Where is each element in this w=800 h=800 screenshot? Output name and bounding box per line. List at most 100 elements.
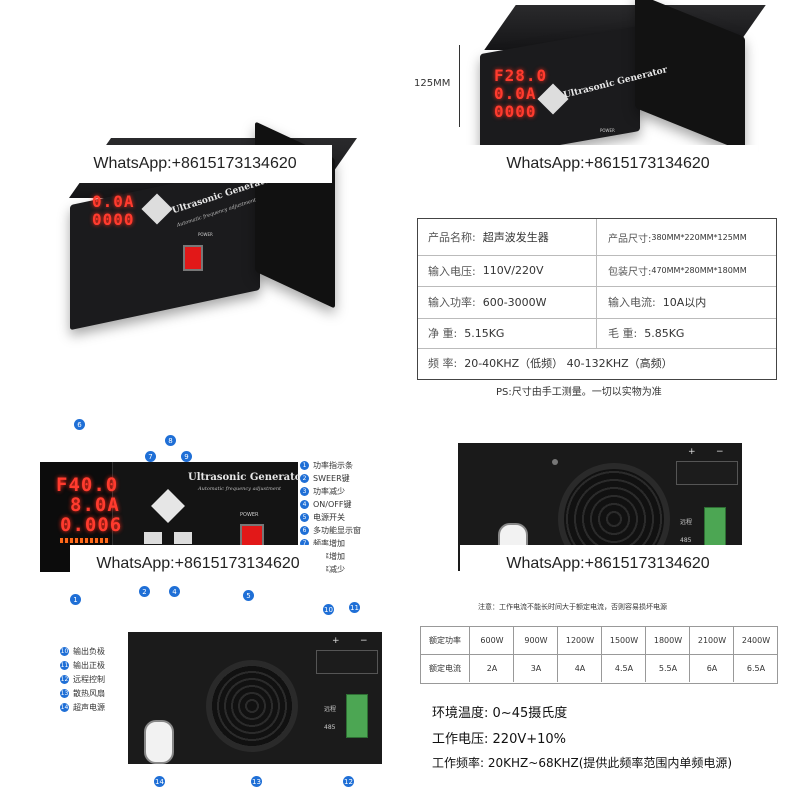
power-switch[interactable] bbox=[183, 245, 203, 271]
condition-temperature: 环境温度: 0~45摄氏度 bbox=[432, 706, 568, 721]
front-marker: 1 bbox=[70, 594, 81, 605]
terminal-plus: + bbox=[688, 447, 696, 457]
power-bar bbox=[60, 538, 110, 543]
current-cell: 4.5A bbox=[601, 655, 646, 682]
spec-table: 产品名称: 超声波发生器 产品尺寸:380MM*220MM*125MM 输入电压… bbox=[417, 218, 777, 380]
remote-label: 远程 bbox=[680, 519, 693, 526]
current-table: 额定功率 额定电流 600W 900W 1200W 1500W 1800W 21… bbox=[420, 626, 778, 684]
output-terminal-detail[interactable] bbox=[316, 650, 378, 674]
display-frequency-2: F28.0 bbox=[494, 66, 548, 85]
spec-row: 产品名称: 超声波发生器 产品尺寸:380MM*220MM*125MM bbox=[418, 219, 776, 256]
power-label-2: POWER bbox=[600, 128, 615, 133]
power-label: POWER bbox=[198, 232, 213, 237]
spec-key: 输入电流: bbox=[608, 296, 656, 309]
watermark-2: WhatsApp:+8615173134620 bbox=[458, 145, 758, 183]
watermark-1: WhatsApp:+8615173134620 bbox=[58, 145, 332, 183]
current-cell: 6.5A bbox=[733, 655, 778, 682]
spec-value: 10A以内 bbox=[662, 296, 707, 309]
spec-key: 毛 重: bbox=[608, 327, 638, 340]
height-dimension-line bbox=[459, 45, 460, 127]
spec-value: 110V/220V bbox=[482, 264, 544, 277]
watermark-3: WhatsApp:+8615173134620 bbox=[70, 545, 326, 583]
spec-key: 频 率: bbox=[428, 357, 458, 370]
spec-key: 净 重: bbox=[428, 327, 458, 340]
back-marker: 12 bbox=[343, 776, 354, 787]
port-label-detail: 485 bbox=[324, 724, 336, 731]
sweep-button[interactable] bbox=[144, 532, 162, 544]
spec-key: 包装尺寸: bbox=[608, 267, 652, 278]
front-marker: 8 bbox=[165, 435, 176, 446]
spec-value: 5.15KG bbox=[464, 326, 505, 340]
remote-label-detail: 远程 bbox=[324, 706, 337, 713]
front-power-switch[interactable] bbox=[240, 524, 264, 548]
terminal-minus: − bbox=[716, 447, 724, 457]
device-photo-angled-left: 0.0A 0000 Ultrasonic Generator Automatic… bbox=[40, 120, 358, 331]
back-marker: 14 bbox=[154, 776, 165, 787]
current-cell: 3A bbox=[513, 655, 558, 682]
current-cell: 5.5A bbox=[645, 655, 690, 682]
power-cell: 1200W bbox=[557, 627, 602, 654]
spec-row-frequency: 频 率: 20-40KHZ（低频） 40-132KHZ（高频） bbox=[418, 348, 776, 378]
front-marker: 2 bbox=[139, 586, 150, 597]
spec-value: 380MM*220MM*125MM bbox=[651, 232, 747, 242]
front-marker: 5 bbox=[243, 590, 254, 601]
current-cell: 2A bbox=[469, 655, 514, 682]
current-cell: 6A bbox=[689, 655, 734, 682]
output-terminal[interactable] bbox=[676, 461, 738, 485]
port-label: 485 bbox=[680, 537, 692, 544]
spec-key: 产品名称: bbox=[428, 231, 476, 244]
height-label: 125MM bbox=[414, 78, 451, 89]
watermark-4: WhatsApp:+8615173134620 bbox=[460, 545, 756, 583]
back-marker: 11 bbox=[349, 602, 360, 613]
power-cell: 900W bbox=[513, 627, 558, 654]
fan-icon bbox=[206, 660, 298, 752]
power-cord-detail bbox=[144, 720, 174, 764]
back-marker: 10 bbox=[323, 604, 334, 615]
front-brand-subtitle: Automatic frequency adjustment bbox=[198, 486, 282, 492]
current-cell: 4A bbox=[557, 655, 602, 682]
spec-value: 5.85KG bbox=[644, 326, 685, 340]
spec-row: 输入功率: 600-3000W 输入电流: 10A以内 bbox=[418, 286, 776, 319]
spec-key: 产品尺寸: bbox=[608, 233, 652, 245]
terminal-plus-detail: + bbox=[332, 636, 340, 646]
power-cell: 1800W bbox=[645, 627, 690, 654]
spec-row: 输入电压: 110V/220V 包装尺寸:470MM*280MM*180MM bbox=[418, 255, 776, 287]
condition-frequency: 工作频率: 20KHZ~68KHZ(提供此频率范围内单频电源) bbox=[432, 756, 733, 770]
current-note: 注意：工作电流不能长时间大于额定电流，否则容易损坏电源 bbox=[478, 603, 667, 611]
spec-value: 超声波发生器 bbox=[482, 231, 549, 244]
front-display-current: 8.0A bbox=[70, 494, 120, 516]
display-current-2: 0.0A bbox=[494, 84, 537, 103]
device-photo-angled-right: F28.0 0.0A 0000 Ultrasonic Generator POW… bbox=[460, 0, 790, 200]
onoff-button[interactable] bbox=[174, 532, 192, 544]
control-pad bbox=[144, 482, 192, 530]
front-marker: 7 bbox=[145, 451, 156, 462]
current-header: 额定电流 bbox=[429, 664, 461, 673]
power-cell: 600W bbox=[469, 627, 514, 654]
front-marker: 9 bbox=[181, 451, 192, 462]
spec-note: PS:尺寸由手工测量。一切以实物为准 bbox=[496, 387, 662, 398]
remote-connector-detail[interactable] bbox=[346, 694, 368, 738]
remote-connector[interactable] bbox=[704, 507, 726, 549]
spec-row: 净 重: 5.15KG 毛 重: 5.85KG bbox=[418, 318, 776, 349]
back-panel-detail: + − 远程 485 bbox=[128, 632, 382, 764]
front-marker: 6 bbox=[74, 419, 85, 430]
spec-value: 20-40KHZ（低频） 40-132KHZ（高频） bbox=[464, 357, 673, 370]
display-current: 0.0A bbox=[92, 192, 135, 211]
spec-key: 输入电压: bbox=[428, 264, 476, 278]
front-brand: Ultrasonic Generator bbox=[188, 472, 307, 483]
power-header: 额定功率 bbox=[429, 636, 461, 645]
display-counter-2: 0000 bbox=[494, 102, 537, 121]
screw-icon bbox=[552, 459, 558, 465]
